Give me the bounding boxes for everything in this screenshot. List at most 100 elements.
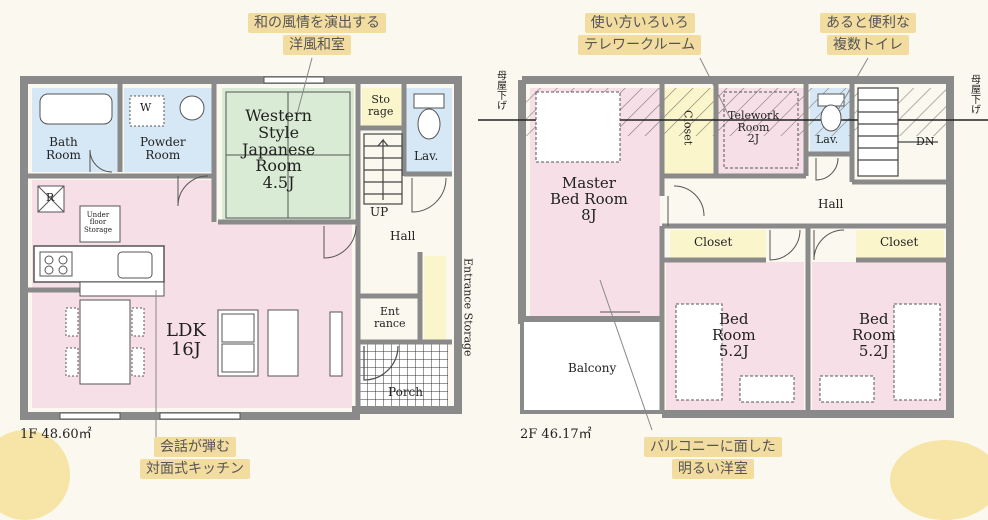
washbasin — [179, 95, 205, 121]
coffee-table — [267, 309, 299, 377]
western-label-line: 4.5J — [262, 173, 295, 193]
bed2-desk — [819, 375, 875, 403]
stove-icon — [39, 251, 73, 277]
telework-label: Telework Room 2J — [728, 110, 779, 145]
bathtub — [39, 93, 113, 125]
telework-label-line: 2J — [747, 132, 760, 146]
master-label-line: 8J — [581, 205, 597, 224]
roof-note-left: 母屋下げ — [494, 70, 506, 110]
storage-label-line: Sto — [371, 93, 390, 106]
callout-leaders — [155, 57, 869, 438]
bed1-label-line: Room — [712, 325, 756, 344]
western-label-line: Style — [258, 122, 300, 142]
dn-label: DN — [916, 135, 935, 148]
powder-label-line: Room — [145, 147, 181, 162]
western-label-line: Room — [255, 156, 302, 176]
callout-line: 明るい洋室 — [671, 459, 754, 479]
callout-line: 使い方いろいろ — [584, 13, 695, 33]
ldk-label: LDK 16J — [166, 320, 206, 360]
callout-line: 和の風情を演出する — [248, 13, 386, 33]
entrance-storage-label: Entrance Storage — [461, 258, 475, 357]
callout-line: 洋風和室 — [283, 35, 351, 55]
callout-line: 会話が弾む — [154, 437, 236, 457]
sofa — [217, 309, 259, 377]
stairs-1f — [363, 133, 403, 205]
floor-1-area: 1F 48.60㎡ — [20, 427, 92, 442]
telework-label-line: Telework — [728, 109, 779, 122]
toilet-tank-1f — [413, 93, 445, 109]
toilet-2f — [820, 104, 842, 132]
bath-label-line: Bath — [49, 135, 78, 149]
bed2-label: Bed Room 5.2J — [852, 311, 896, 360]
entrance-label-line: rance — [374, 316, 406, 330]
hall-1f-label: Hall — [390, 229, 416, 243]
dining-table — [79, 299, 131, 385]
entrance-label: Ent rance — [374, 306, 406, 329]
storage-label: Sto rage — [368, 94, 393, 117]
ldk-upper-fill — [212, 222, 352, 290]
bath-label-line: Room — [46, 147, 81, 162]
storage-fill — [362, 88, 404, 126]
bed1-label-line: Bed — [719, 310, 749, 328]
closet1-label: Closet — [694, 235, 733, 249]
floor-2-plan — [478, 76, 988, 418]
callout-telework: 使い方いろいろ テレワークルーム — [578, 12, 702, 56]
sink-icon — [117, 251, 153, 279]
stairs-2f — [857, 87, 938, 177]
roof-note-right: 母屋下げ — [968, 74, 980, 114]
callout-western-room: バルコニーに面した 明るい洋室 — [644, 436, 782, 480]
floor-plan-drawing — [20, 57, 988, 438]
entrance-storage-fill — [424, 256, 446, 340]
callout-line: 対面式キッチン — [140, 459, 250, 479]
balcony — [520, 318, 664, 414]
floor-plan-page: Bath Room W Powder Room Western Style Ja… — [0, 12, 988, 520]
master-label: Master Bed Room 8J — [550, 175, 628, 224]
bed1-bed — [675, 303, 723, 401]
callout-line: あると便利な — [820, 13, 916, 33]
up-label: UP — [370, 205, 389, 219]
toilet-tank-2f — [817, 93, 845, 107]
telework-label-line: Room — [737, 120, 770, 134]
underfloor-storage-box — [79, 205, 121, 243]
telework-desk — [723, 91, 799, 169]
kitchen-bar — [79, 281, 165, 297]
closet2-label: Closet — [880, 235, 919, 249]
r-mark: R — [46, 191, 55, 204]
master-bed — [535, 91, 621, 163]
callout-kitchen: 会話が弾む 対面式キッチン — [140, 436, 250, 480]
callout-line: バルコニーに面した — [644, 437, 782, 457]
bed1-desk — [739, 375, 795, 403]
western-label-line: Western — [245, 106, 312, 125]
washer-space — [129, 95, 165, 127]
closet2-fill — [856, 230, 944, 258]
storage-label-line: rage — [368, 104, 394, 118]
toilet-1f — [417, 108, 441, 140]
callout-line: 複数トイレ — [827, 35, 909, 55]
underfloor-label-line: Storage — [84, 225, 112, 234]
underfloor-label-line: floor — [89, 218, 107, 227]
balcony-label: Balcony — [568, 361, 617, 375]
hall-2f-label: Hall — [818, 197, 844, 211]
floor-2-area: 2F 46.17㎡ — [520, 427, 592, 442]
bath-room-label: Bath Room — [46, 136, 81, 161]
callout-line: テレワークルーム — [578, 35, 702, 55]
tatami-lines — [225, 91, 351, 219]
w-mark: W — [140, 101, 152, 114]
callout-toilet: あると便利な 複数トイレ — [820, 12, 916, 56]
ldk-label-line: LDK — [166, 320, 206, 341]
ldk-label-line: 16J — [170, 338, 201, 360]
western-label-line: Japanese — [242, 139, 316, 159]
porch-label: Porch — [388, 385, 423, 399]
floor-1-plan — [20, 76, 462, 420]
lav-1f-label: Lav. — [414, 149, 439, 163]
closet-top-label: Closet — [681, 110, 695, 146]
porch-tiles — [358, 344, 448, 410]
lav-2f-label: Lav. — [816, 133, 839, 146]
bed2-label-line: 5.2J — [858, 341, 889, 360]
underfloor-label-line: Under — [86, 211, 110, 219]
powder-label-line: Powder — [140, 135, 186, 149]
western-room-label: Western Style Japanese Room 4.5J — [242, 106, 316, 193]
powder-room-label: Powder Room — [140, 136, 186, 161]
bed1-label-line: 5.2J — [718, 341, 749, 360]
bed2-label-line: Room — [852, 325, 896, 344]
